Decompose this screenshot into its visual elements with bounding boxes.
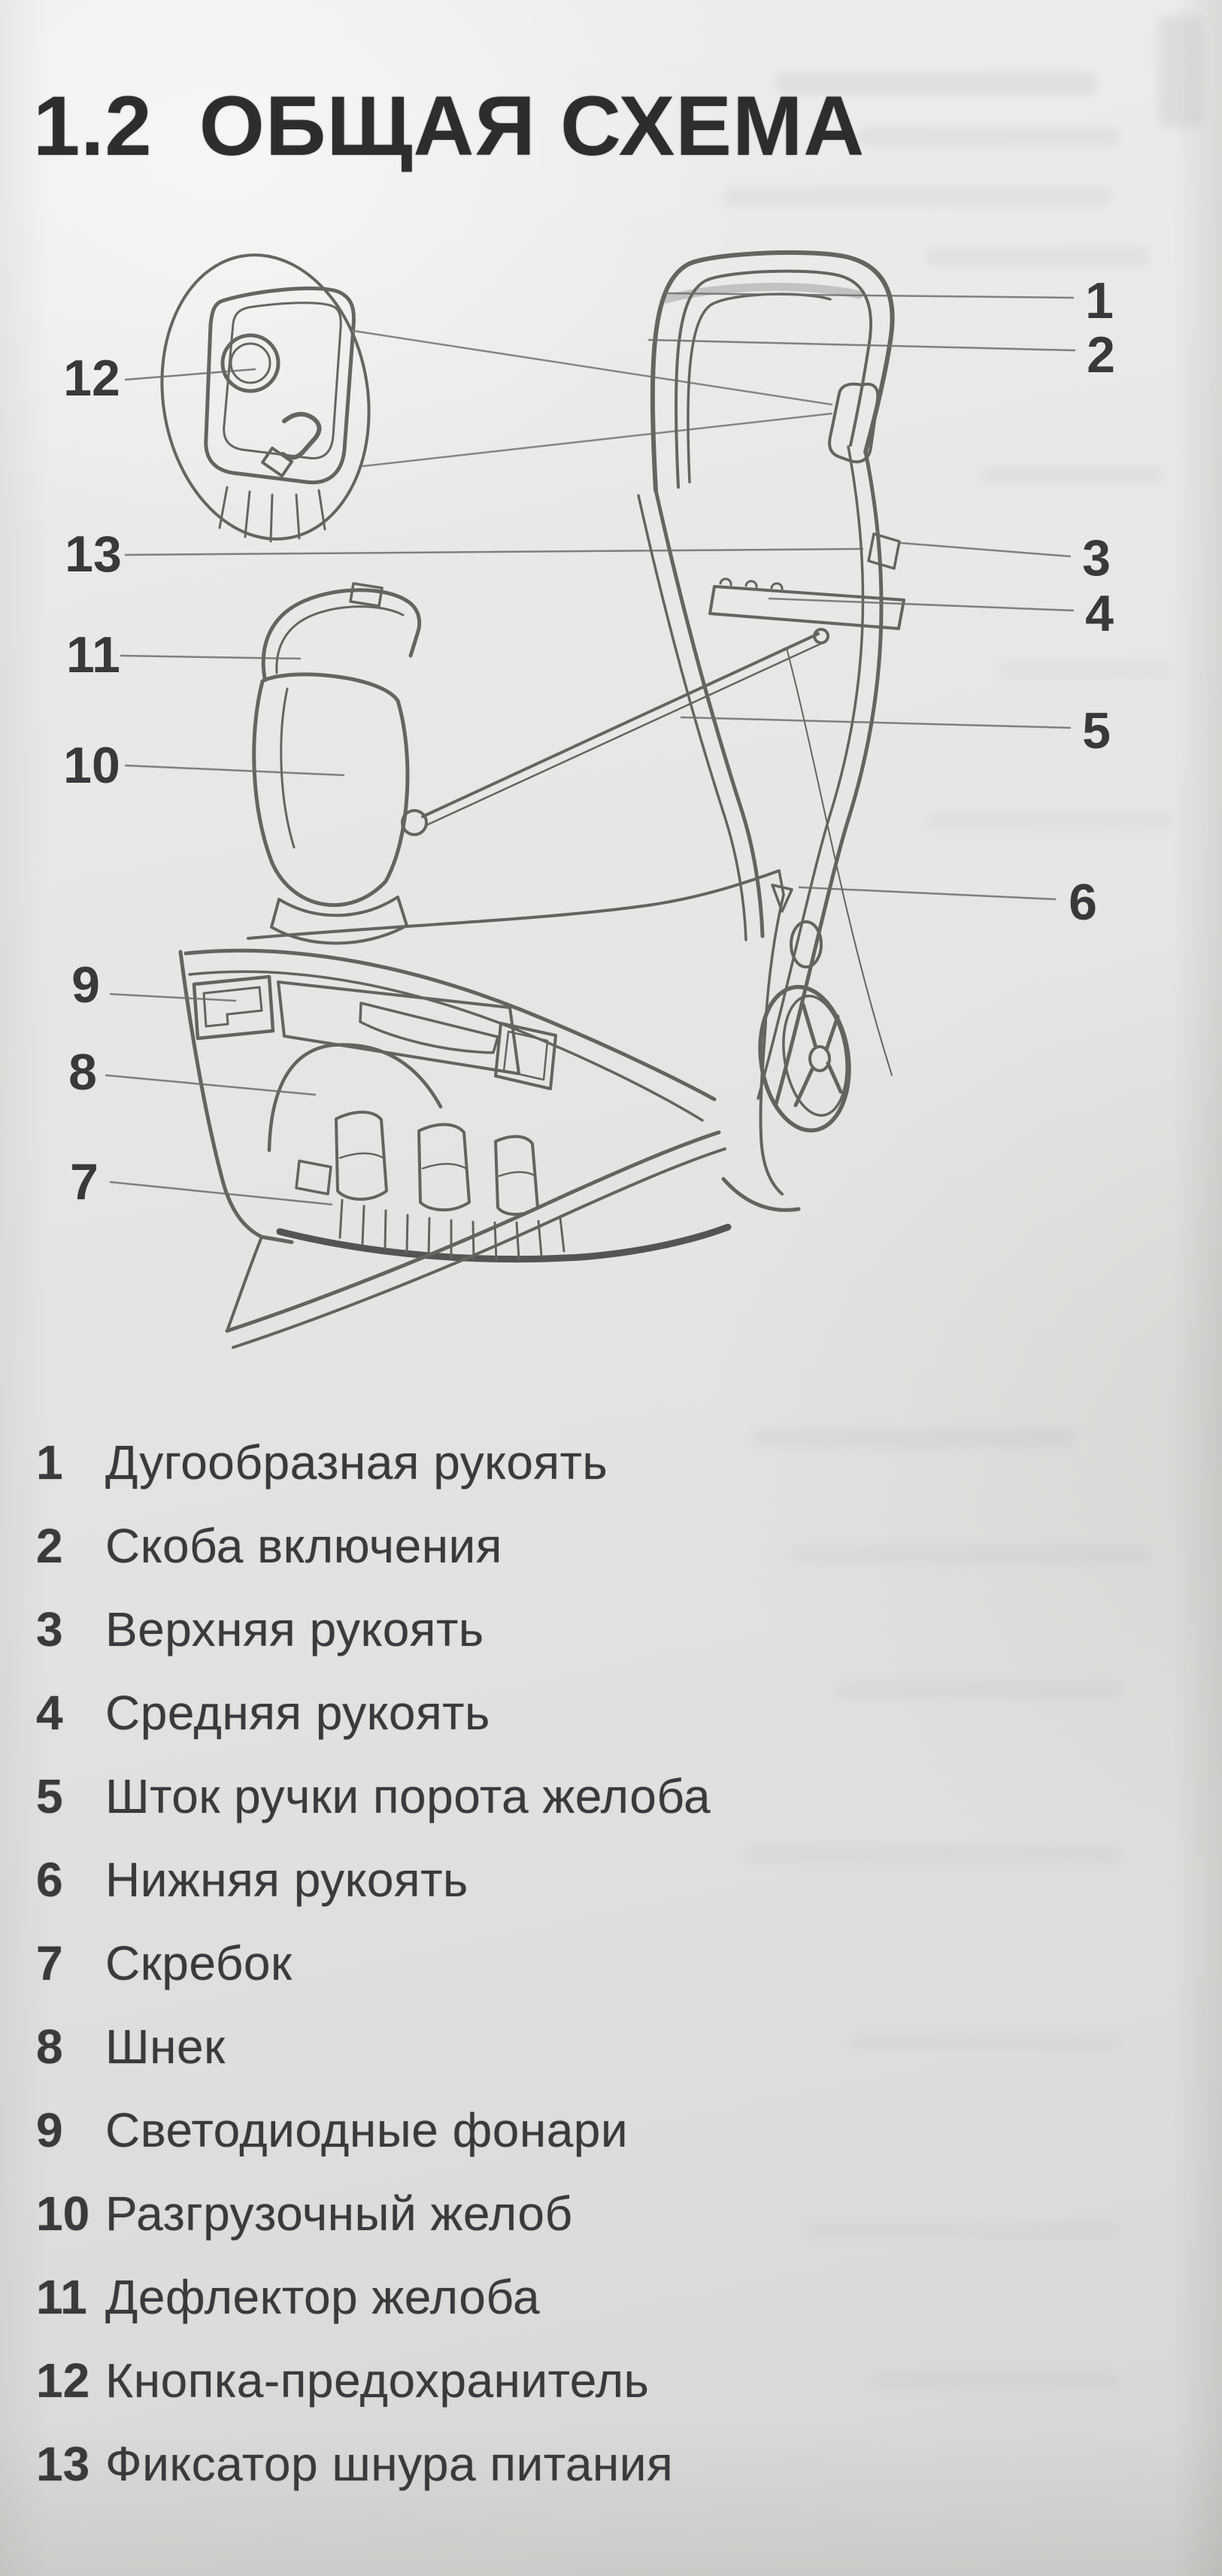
leader-line-8 <box>105 1074 317 1096</box>
legend-item-10: 10 Разгрузочный желоб <box>36 2186 1179 2269</box>
legend-item-number: 10 <box>36 2187 90 2241</box>
callout-7: 7 <box>70 1153 99 1211</box>
legend-item-number: 7 <box>36 1936 63 1990</box>
legend-item-label: Скребок <box>105 1936 293 1990</box>
legend-item-label: Шнек <box>105 2020 226 2074</box>
legend-item-7: 7 Скребок <box>36 1935 1179 2019</box>
auger <box>295 1111 566 1262</box>
leader-line-4 <box>768 597 1075 612</box>
leader-line-3 <box>899 541 1072 558</box>
callout-8: 8 <box>68 1044 97 1101</box>
legend-item-label: Разгрузочный желоб <box>105 2187 573 2241</box>
leader-line-7 <box>109 1180 333 1206</box>
callout-3: 3 <box>1082 529 1111 586</box>
legend-item-number: 2 <box>36 1519 63 1573</box>
callout-11: 11 <box>66 626 120 683</box>
callout-leader-lines <box>105 292 1076 1206</box>
callout-2: 2 <box>1087 326 1115 383</box>
scraper-bar <box>225 1130 726 1349</box>
parts-legend: 1 Дугообразная рукоять 2 Скоба включения 3 Ве… <box>36 1435 1179 2520</box>
legend-item-number: 4 <box>36 1686 63 1740</box>
callout-1: 1 <box>1085 272 1114 329</box>
legend-item-number: 6 <box>36 1853 63 1907</box>
leader-line-2 <box>647 338 1076 352</box>
legend-item-label: Светодиодные фонари <box>105 2103 629 2157</box>
legend-item-label: Верхняя рукоять <box>105 1602 484 1656</box>
callout-4: 4 <box>1085 585 1114 642</box>
legend-item-label: Средняя рукоять <box>105 1686 490 1740</box>
legend-item-11: 11 Дефлектор желоба <box>36 2269 1179 2353</box>
auger-housing <box>178 869 801 1332</box>
page-title: 1.2 ОБЩАЯ СХЕМА <box>33 77 865 174</box>
legend-item-12: 12 Кнопка-предохранитель <box>36 2353 1179 2436</box>
legend-item-label: Нижняя рукоять <box>105 1853 468 1907</box>
upper-bow-handle <box>650 250 895 492</box>
legend-item-number: 8 <box>36 2020 63 2074</box>
legend-item-3: 3 Верхняя рукоять <box>36 1602 1179 1685</box>
legend-item-9: 9 Светодиодные фонари <box>36 2102 1179 2186</box>
leader-line-6 <box>798 886 1057 901</box>
wheel <box>758 984 851 1133</box>
legend-item-label: Шток ручки порота желоба <box>105 1769 711 1823</box>
callout-5: 5 <box>1082 702 1111 759</box>
leader-line-9 <box>109 993 237 1002</box>
power-cord-icon <box>280 411 322 460</box>
legend-item-2: 2 Скоба включения <box>36 1518 1179 1602</box>
callout-6: 6 <box>1069 874 1097 931</box>
legend-item-label: Дугообразная рукоять <box>105 1435 608 1490</box>
legend-item-label: Кнопка-предохранитель <box>105 2353 650 2408</box>
inset-detail-circle <box>160 253 371 543</box>
section-title: ОБЩАЯ СХЕМА <box>199 79 866 174</box>
switch-bracket <box>828 382 880 464</box>
callout-9: 9 <box>71 956 100 1014</box>
leader-line-11 <box>120 654 302 660</box>
legend-item-label: Фиксатор шнура питания <box>105 2437 674 2491</box>
legend-item-number: 11 <box>36 2270 87 2324</box>
legend-item-number: 1 <box>36 1435 63 1490</box>
safety-button-icon <box>220 333 280 393</box>
callout-10: 10 <box>63 737 120 794</box>
section-number: 1.2 <box>33 79 153 174</box>
engagement-bail <box>687 292 832 483</box>
discharge-chute <box>252 672 410 945</box>
handle-tubes <box>637 445 893 1106</box>
leader-line-10 <box>124 764 345 777</box>
callout-13: 13 <box>65 526 122 583</box>
legend-item-4: 4 Средняя рукоять <box>36 1685 1179 1768</box>
legend-item-6: 6 Нижняя рукоять <box>36 1852 1179 1935</box>
legend-item-8: 8 Шнек <box>36 2019 1179 2102</box>
callout-12: 12 <box>63 350 120 407</box>
leader-line-5 <box>680 716 1072 729</box>
middle-handle-crossbar <box>708 577 905 630</box>
leader-line-1 <box>665 292 1075 299</box>
legend-item-number: 9 <box>36 2103 63 2157</box>
legend-item-13: 13 Фиксатор шнура питания <box>36 2436 1179 2520</box>
cord-lock-clip <box>867 532 901 570</box>
legend-item-number: 5 <box>36 1769 63 1823</box>
led-lights-panel <box>192 974 557 1090</box>
legend-item-label: Дефлектор желоба <box>105 2270 541 2324</box>
leader-line-13 <box>124 547 864 556</box>
legend-item-number: 3 <box>36 1602 63 1656</box>
legend-item-label: Скоба включения <box>105 1519 502 1573</box>
legend-item-number: 12 <box>36 2353 90 2408</box>
chute-deflector <box>261 582 422 680</box>
inset-wedge-lines <box>352 329 833 468</box>
legend-item-5: 5 Шток ручки порота желоба <box>36 1768 1179 1852</box>
legend-item-1: 1 Дугообразная рукоять <box>36 1435 1179 1518</box>
leader-line-12 <box>124 368 256 381</box>
chute-rotation-rod <box>401 628 829 836</box>
legend-item-number: 13 <box>36 2437 90 2491</box>
